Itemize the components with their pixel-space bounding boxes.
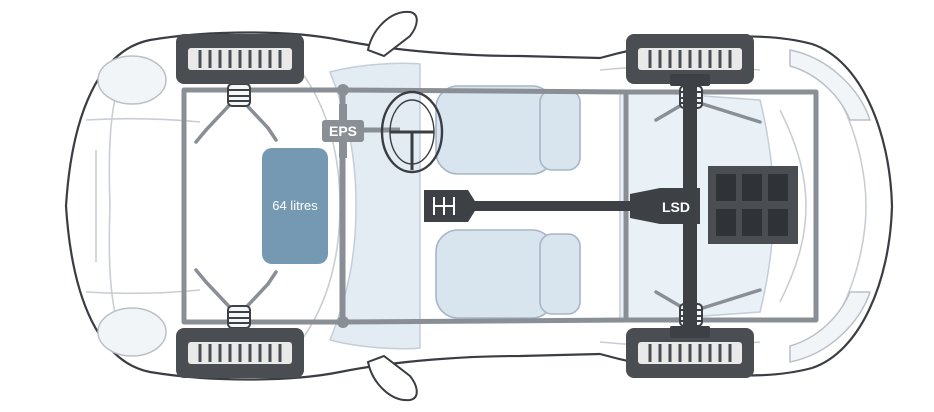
body-panel-lines — [85, 65, 867, 347]
lsd-label: LSD — [662, 199, 690, 215]
fuel-tank: 64 litres — [262, 148, 328, 264]
rear-hubs — [670, 74, 710, 338]
gear-shifter-icon — [424, 190, 478, 222]
steering-wheel-icon — [380, 90, 444, 174]
lsd-unit: LSD — [662, 199, 690, 215]
eps-label: EPS — [329, 123, 357, 139]
front-springs — [227, 83, 251, 329]
mirror-right — [366, 354, 418, 402]
chassis-frame — [181, 87, 819, 325]
fuel-tank-label: 64 litres — [272, 198, 318, 213]
eps-badge: EPS — [322, 120, 364, 142]
tail-lights — [789, 49, 872, 363]
tyre-rear-right — [626, 328, 754, 378]
drivetrain — [460, 78, 700, 336]
tyre-rear-left — [626, 34, 754, 84]
engine-block — [708, 166, 798, 244]
seat-left — [435, 85, 581, 175]
tyre-front-left — [176, 34, 304, 84]
mirror-left — [366, 10, 418, 58]
headlights — [97, 55, 167, 357]
seat-right — [435, 229, 581, 319]
tyre-front-right — [176, 328, 304, 378]
